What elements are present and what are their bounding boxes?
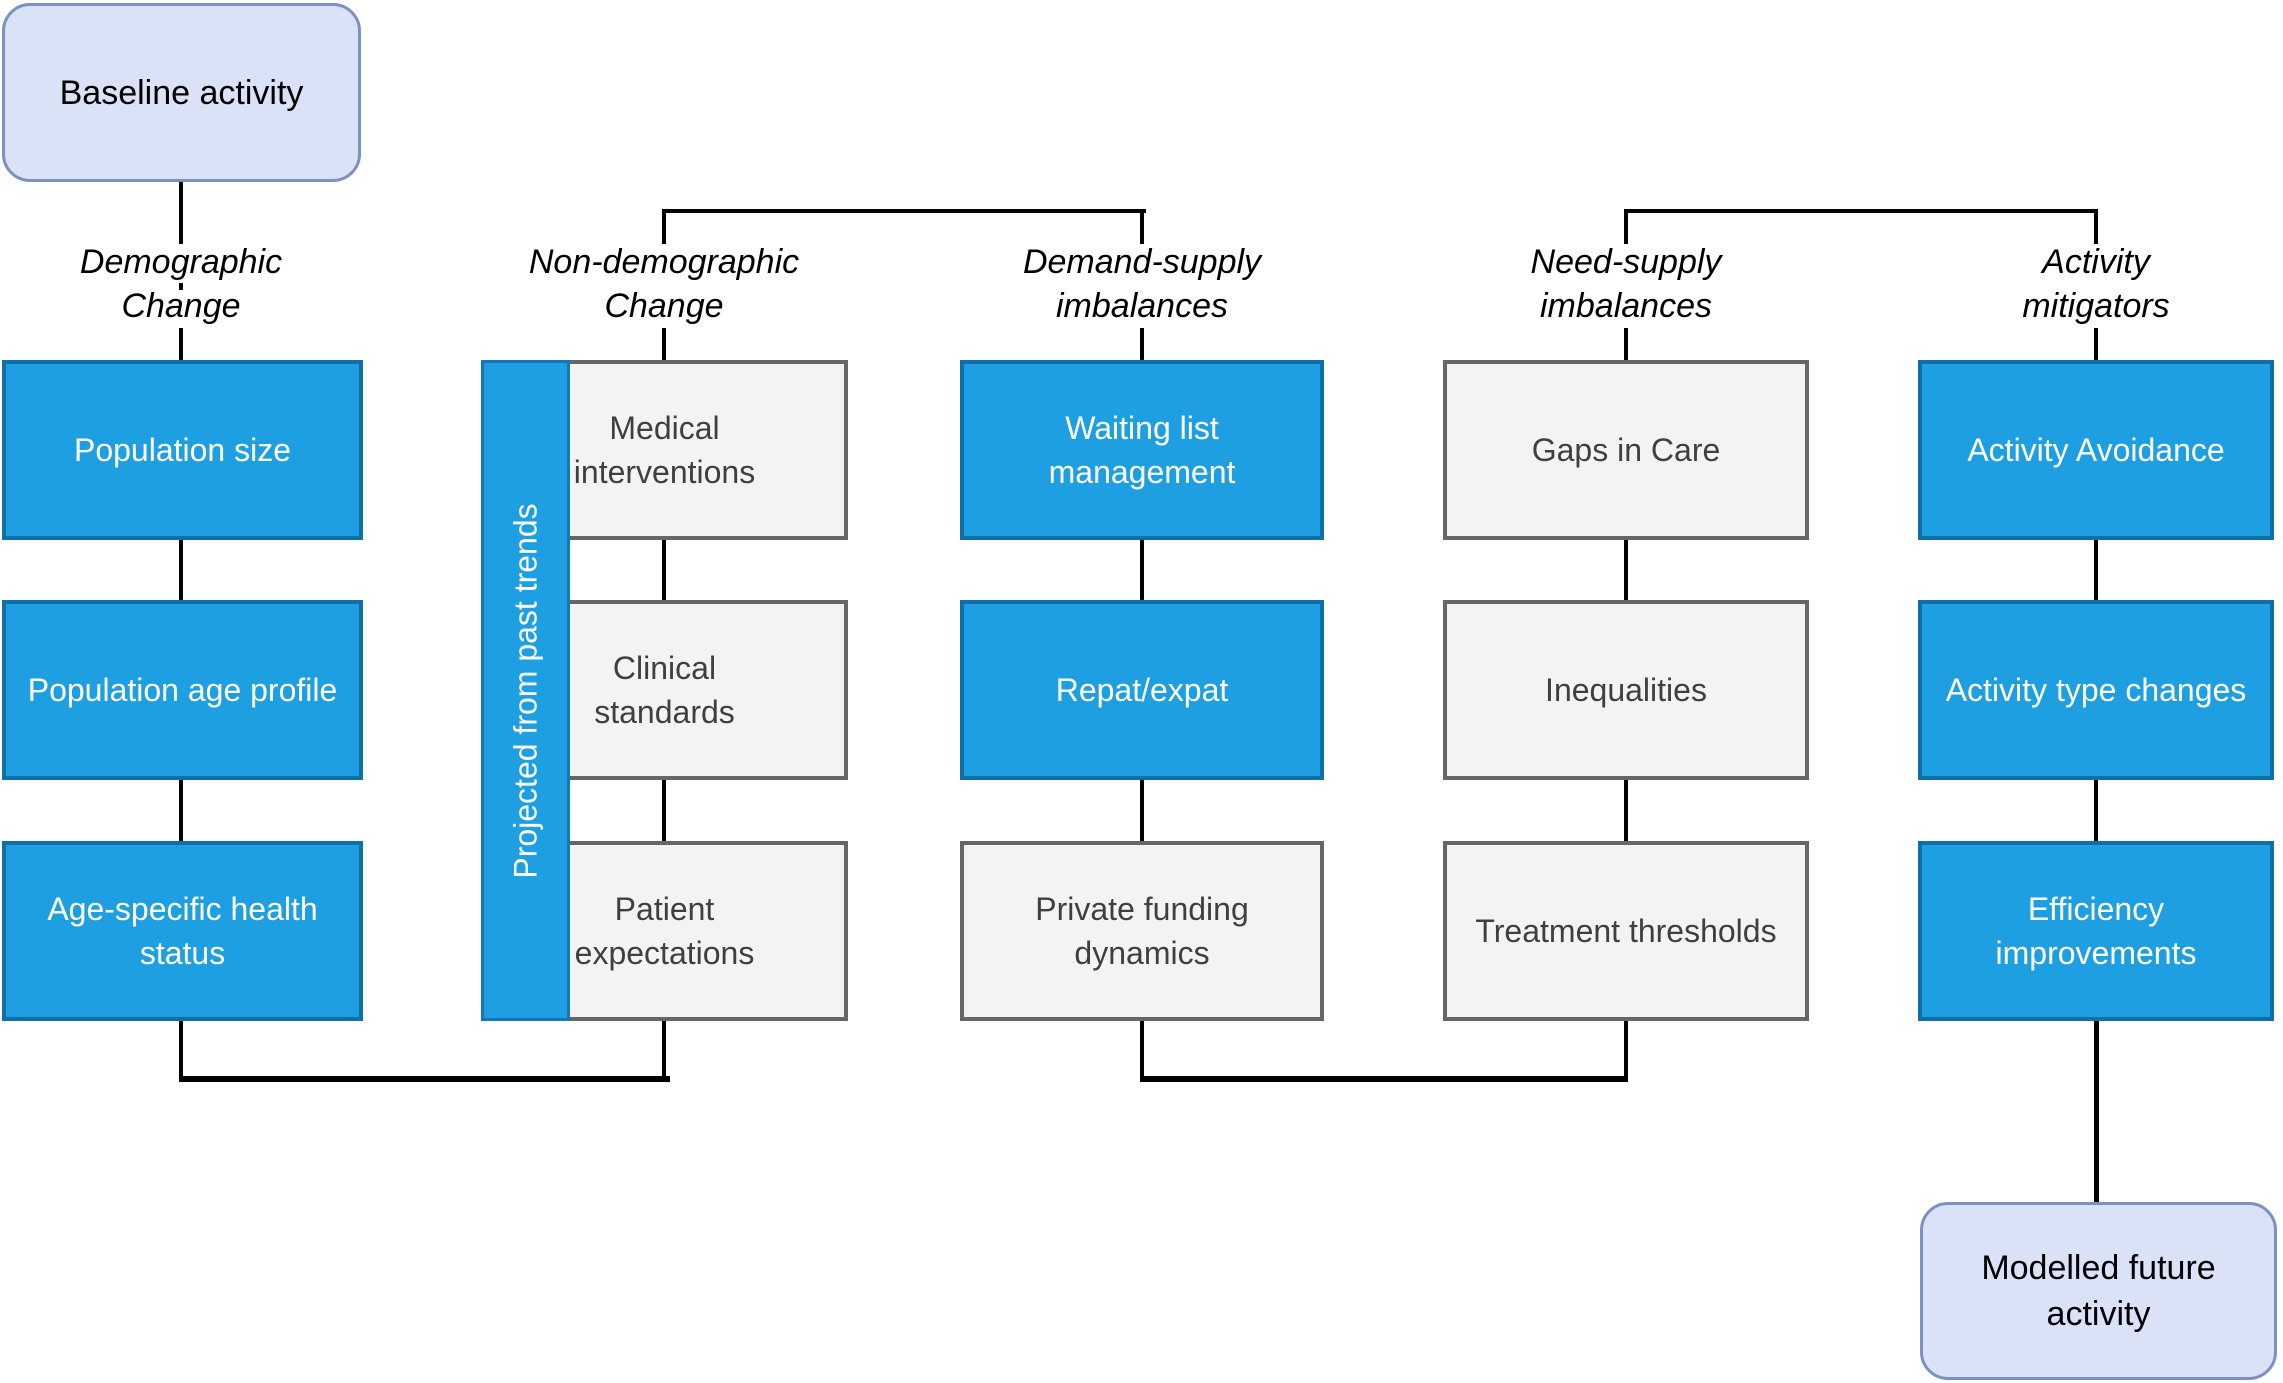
column-header-non-demographic-change: Non-demographic Change — [528, 243, 800, 325]
connector-line — [1624, 209, 1628, 244]
connector-line — [1624, 1021, 1628, 1079]
connector-line — [1624, 540, 1628, 600]
node-baseline-activity: Baseline activity — [2, 3, 361, 182]
node-inequalities: Inequalities — [1443, 600, 1809, 780]
connector-line — [2094, 209, 2098, 244]
node-activity-avoidance: Activity Avoidance — [1918, 360, 2274, 540]
node-gaps-in-care: Gaps in Care — [1443, 360, 1809, 540]
column-header-activity-mitigators: Activity mitigators — [2022, 243, 2170, 325]
node-efficiency-improvements: Efficiency improvements — [1918, 841, 2274, 1021]
connector-line — [662, 209, 1146, 213]
connector-line — [662, 209, 666, 244]
connector-line — [179, 328, 183, 360]
node-activity-type-changes: Activity type changes — [1918, 600, 2274, 780]
connector-line — [662, 328, 666, 360]
connector-line — [2094, 780, 2098, 841]
connector-line — [662, 540, 666, 600]
connector-line — [1624, 209, 2098, 213]
connector-line — [179, 540, 183, 600]
connector-line — [1140, 1021, 1144, 1079]
column-header-demand-supply-imbalances: Demand-supply imbalances — [1022, 243, 1262, 325]
node-repat-expat: Repat/expat — [960, 600, 1324, 780]
connector-line — [1624, 780, 1628, 841]
node-age-specific-health-status: Age-specific health status — [2, 841, 363, 1021]
projected-from-past-trends-label: Projected from past trends — [507, 502, 543, 879]
connector-line — [179, 283, 183, 290]
connector-line — [2094, 540, 2098, 600]
column-header-demographic-change: Demographic Change — [79, 243, 283, 325]
connector-line — [1624, 328, 1628, 360]
connector-line — [1140, 1076, 1628, 1082]
connector-line — [1140, 209, 1144, 244]
connector-line — [662, 1021, 666, 1079]
connector-line — [1140, 328, 1144, 360]
node-private-funding-dynamics: Private funding dynamics — [960, 841, 1324, 1021]
column-header-need-supply-imbalances: Need-supply imbalances — [1530, 243, 1722, 325]
node-population-size: Population size — [2, 360, 363, 540]
connector-line — [179, 1076, 670, 1082]
node-modelled-future-activity: Modelled future activity — [1920, 1202, 2277, 1380]
connector-line — [2094, 1021, 2099, 1202]
connector-line — [1140, 780, 1144, 841]
connector-line — [2094, 328, 2098, 360]
connector-line — [179, 182, 183, 244]
projected-from-past-trends-bar: Projected from past trends — [481, 360, 570, 1021]
connector-line — [179, 780, 183, 841]
connector-line — [179, 1021, 183, 1079]
node-waiting-list-management: Waiting list management — [960, 360, 1324, 540]
connector-line — [1140, 540, 1144, 600]
node-population-age-profile: Population age profile — [2, 600, 363, 780]
node-treatment-thresholds: Treatment thresholds — [1443, 841, 1809, 1021]
connector-line — [662, 780, 666, 841]
